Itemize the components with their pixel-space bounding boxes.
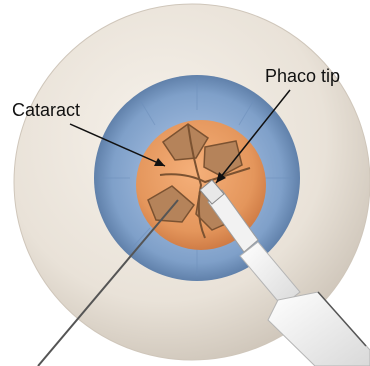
cataract-label: Cataract (12, 100, 80, 120)
phaco-tip-label: Phaco tip (265, 66, 340, 86)
phaco-handpiece (268, 292, 370, 366)
